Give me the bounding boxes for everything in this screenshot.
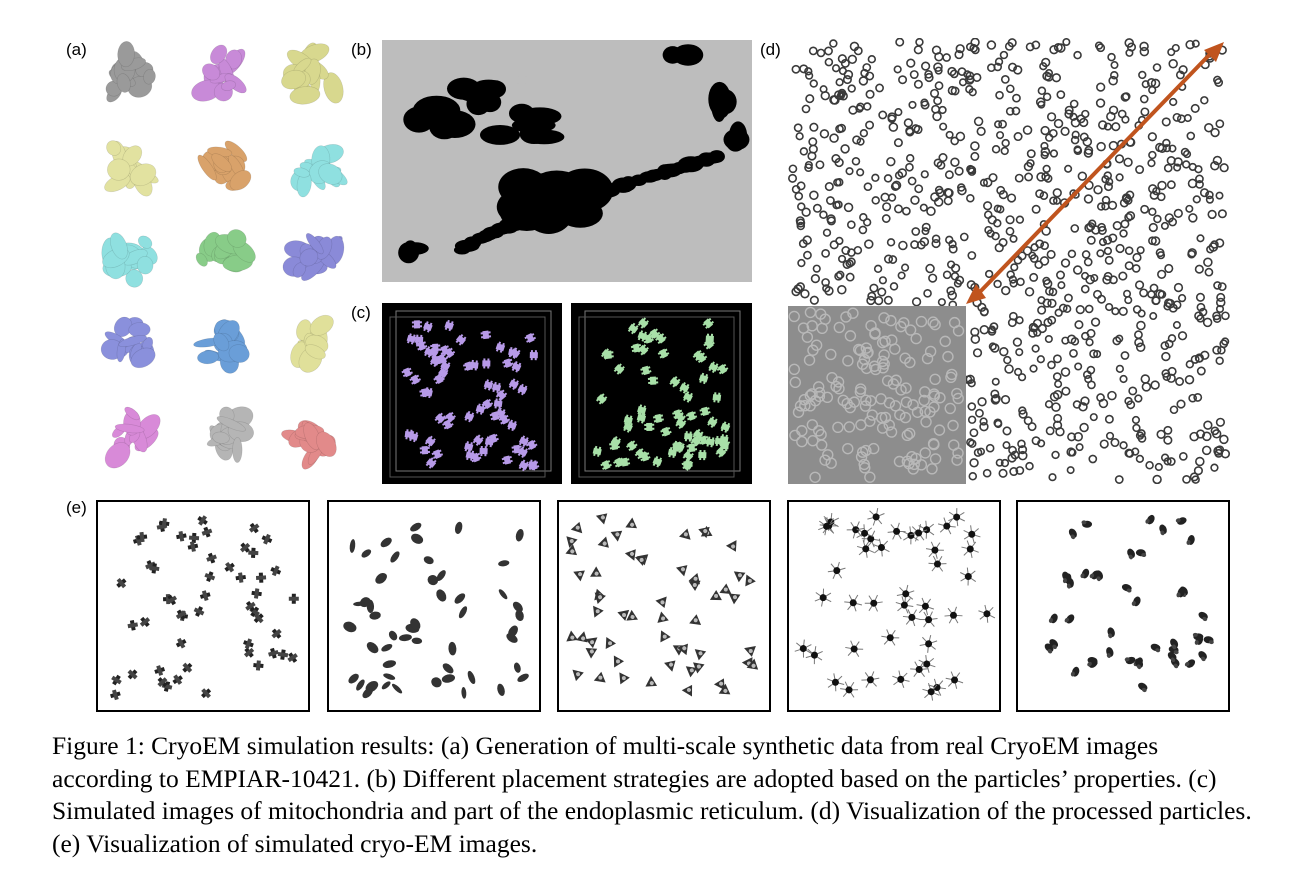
er-volume-image [578,310,741,478]
panel-d-processed-particles [788,38,1230,484]
panel-c-er-volume [571,303,752,484]
simulated-image-4 [794,507,996,701]
placement-map-image [382,40,752,282]
simulated-image-5 [1044,514,1214,693]
processed-particles-image [788,38,1230,484]
panel-b-label: (b) [351,40,372,59]
panel-e-image-2 [327,500,541,712]
panel-e-image-3 [557,500,771,712]
panel-b-placement-map [382,40,752,282]
simulated-image-1 [110,515,299,701]
panel-e-image-5 [1016,500,1230,712]
panel-a-structure-grid [88,38,353,488]
simulated-image-3 [565,513,759,697]
mitochondria-volume-image [389,310,552,478]
panel-a-label: (a) [66,40,87,59]
panel-e-label: (e) [66,498,87,517]
figure-caption: Figure 1: CryoEM simulation results: (a)… [52,731,1252,858]
simulated-image-2 [343,521,529,699]
panel-e-image-4 [787,500,1001,712]
panel-c-mitochondria-volume [382,303,562,484]
panel-e-image-1 [96,500,310,712]
panel-c-label: (c) [351,303,371,322]
protein-structures-image [100,41,348,470]
panel-d-label: (d) [760,40,781,59]
